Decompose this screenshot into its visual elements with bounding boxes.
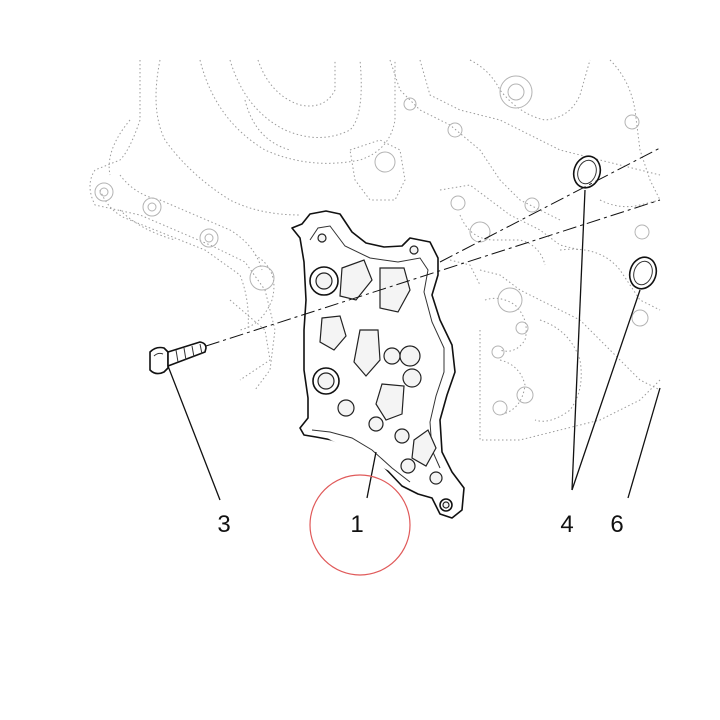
engine-block-background	[89, 59, 661, 441]
callout-4: 4	[560, 511, 573, 538]
assembly-axes	[205, 147, 661, 347]
o-ring-icon	[572, 155, 658, 290]
leader-lines	[167, 189, 661, 501]
bolt-icon	[149, 341, 207, 375]
callout-3: 3	[217, 511, 230, 538]
engine-block-bosses	[94, 75, 650, 416]
highlight-circle	[309, 474, 411, 576]
cover-plate-icon	[291, 210, 465, 519]
callout-1: 1	[350, 511, 363, 538]
callout-6: 6	[610, 511, 623, 538]
